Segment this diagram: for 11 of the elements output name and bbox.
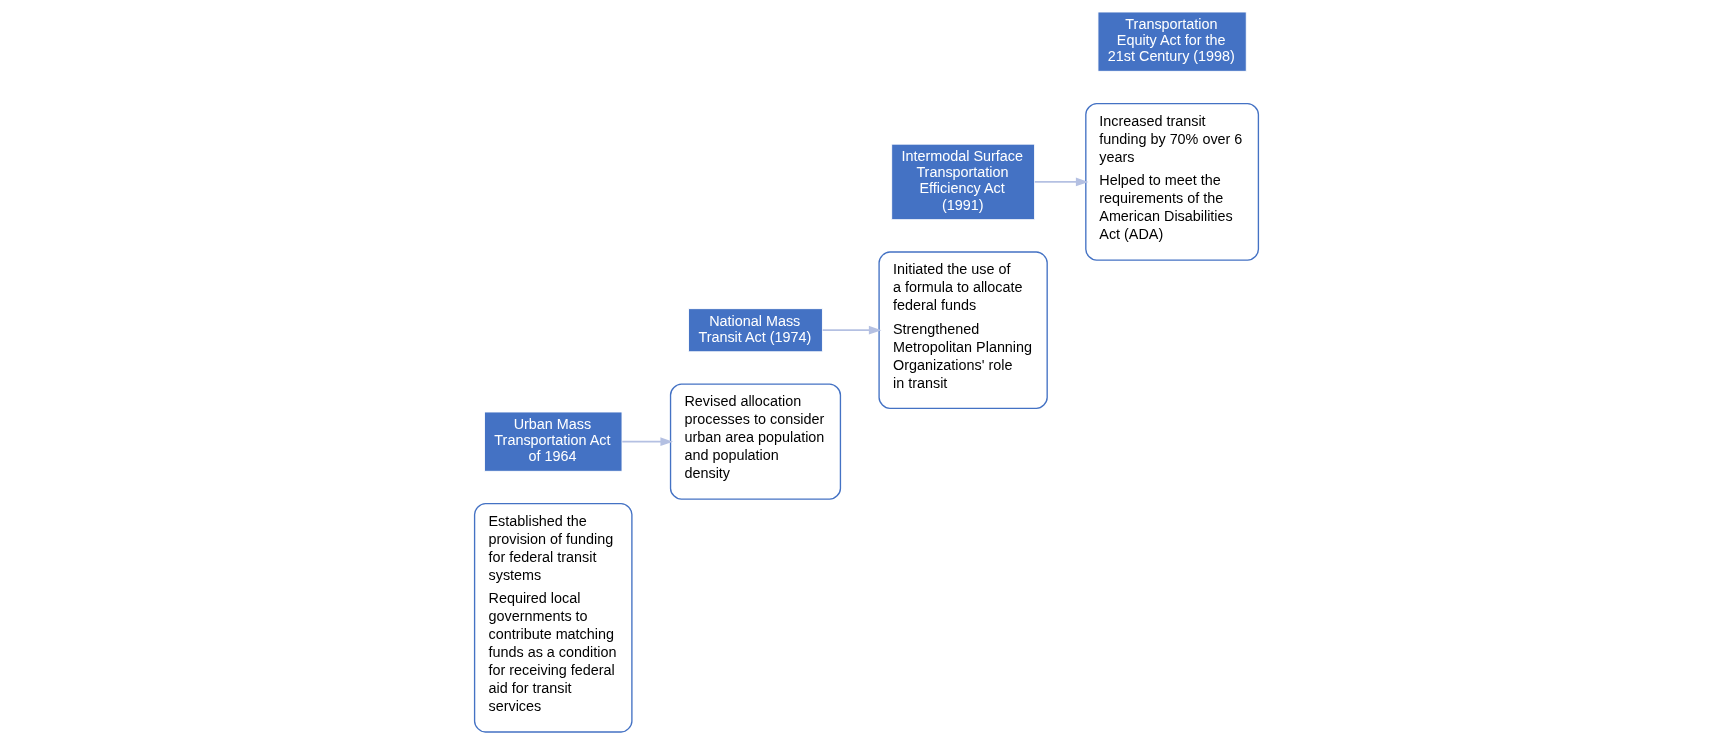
node-box: Intermodal Surface Transportation Efficiency Act (1991) <box>890 143 1035 221</box>
node-box: Increased transit funding by 70% over 6 years Helped to meet the requirements of the American Disabilities Act (ADA) <box>1084 103 1259 261</box>
node-box: Established the provision of funding for federal transit systems Required local governments to contribute matching funds as a condition for receiving federal aid for transit services <box>473 503 633 733</box>
node-box: National Mass Transit Act (1974) <box>687 308 823 353</box>
arrow <box>620 437 673 447</box>
arrow <box>821 325 881 335</box>
node-box: Revised allocation processes to consider urban area population and population density <box>669 383 841 500</box>
arrow <box>1033 177 1088 187</box>
node-box: Transportation Equity Act for the 21st Century (1998) <box>1097 11 1247 72</box>
node-box: Urban Mass Transportation Act of 1964 <box>483 411 622 472</box>
node-box: Initiated the use of a formula to allocate federal funds Strengthened Metropolitan Planning Organizations' role in transit <box>877 251 1048 410</box>
